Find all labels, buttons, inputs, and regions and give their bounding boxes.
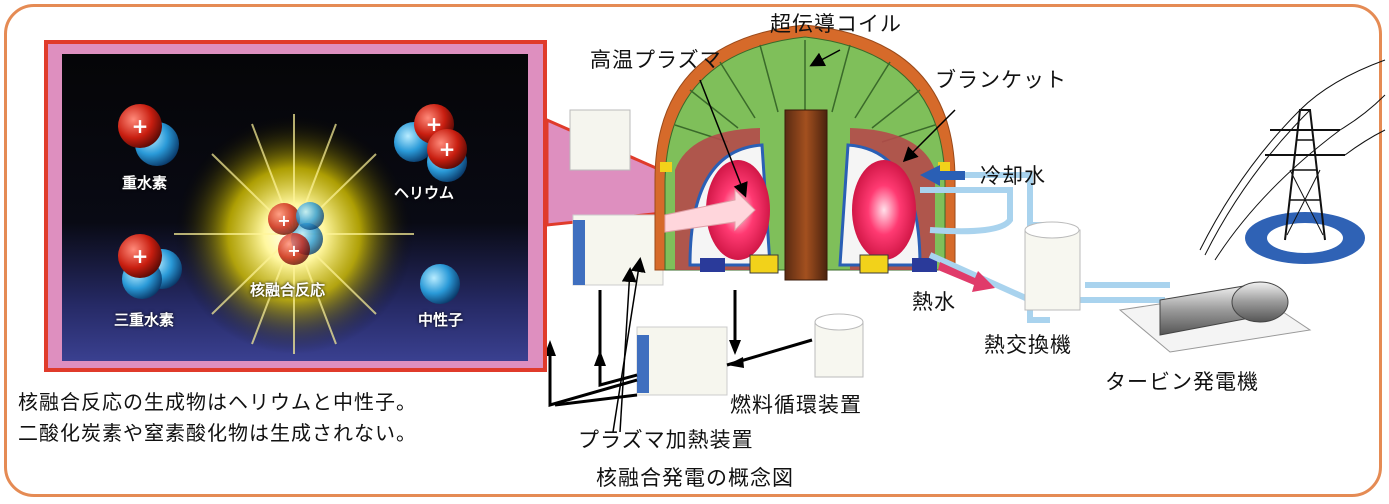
plasma-heating-unit-top xyxy=(569,109,631,171)
note-line-2: 二酸化炭素や窒素酸化物は生成されない。 xyxy=(18,421,417,445)
plus-sign-deuterium: + xyxy=(132,114,149,138)
deuterium-proton xyxy=(118,104,162,148)
helium-proton-2 xyxy=(427,129,467,169)
inset-illustration: + + + + + + xyxy=(118,104,467,354)
cooling-water-arrow xyxy=(920,165,965,186)
leader-blanket xyxy=(902,109,956,163)
tritium-proton xyxy=(118,234,162,278)
leader-lines xyxy=(548,290,813,407)
leader-superconducting-coil xyxy=(809,49,841,67)
central-column xyxy=(784,109,828,281)
inset-image: + + + + + + 重水素 三重水素 ヘリウム 中性子 核融合反応 xyxy=(62,54,528,361)
label-heat-exchanger: 熱交換機 xyxy=(984,333,1072,357)
plus-sign-center-2: + xyxy=(287,241,300,260)
leader-plasma-heating-2 xyxy=(619,267,637,433)
plus-sign-helium-1: + xyxy=(426,112,443,136)
label-neutron: 中性子 xyxy=(418,311,464,329)
label-blanket: ブランケット xyxy=(935,68,1067,92)
label-plasma-heating: プラズマ加熱装置 xyxy=(578,428,754,452)
fusion-reaction-inset: + + + + + + 重水素 三重水素 ヘリウム 中性子 核融合反応 xyxy=(44,40,547,372)
superconducting-coil-segments xyxy=(674,40,936,143)
label-tritium: 三重水素 xyxy=(114,311,175,329)
plasma-right xyxy=(852,160,916,260)
label-superconducting-coil: 超伝導コイル xyxy=(770,12,902,36)
label-fuel-cycle: 燃料循環装置 xyxy=(730,393,862,417)
plus-sign-helium-2: + xyxy=(439,137,456,161)
fuel-cycle-device xyxy=(814,313,864,378)
label-cooling-water: 冷却水 xyxy=(980,164,1046,188)
heating-beam-arrow xyxy=(664,188,756,233)
plus-sign-center-1: + xyxy=(277,211,290,230)
outer-frame xyxy=(4,4,1382,497)
label-turbine-generator: タービン発電機 xyxy=(1105,370,1259,394)
plasma-heating-unit-mid xyxy=(572,214,664,286)
plasma-heating-unit-low xyxy=(636,326,728,396)
label-deuterium: 重水素 xyxy=(122,174,168,192)
hot-water-arrow xyxy=(938,262,995,292)
label-hot-plasma: 高温プラズマ xyxy=(590,48,722,72)
turbine-generator xyxy=(1118,281,1312,353)
leader-plasma-heating-1 xyxy=(612,257,646,433)
transmission-tower xyxy=(1199,59,1386,264)
neutron-ball xyxy=(420,264,460,304)
label-helium: ヘリウム xyxy=(394,184,455,202)
label-hot-water: 熱水 xyxy=(912,290,956,314)
note-line-1: 核融合反応の生成物はヘリウムと中性子。 xyxy=(18,390,417,414)
label-fusion-reaction: 核融合反応 xyxy=(250,281,326,299)
heat-exchanger xyxy=(1024,221,1081,311)
figure-caption: 核融合発電の概念図 xyxy=(596,466,794,490)
leader-hot-plasma xyxy=(699,79,748,198)
plus-sign-tritium: + xyxy=(132,244,149,268)
